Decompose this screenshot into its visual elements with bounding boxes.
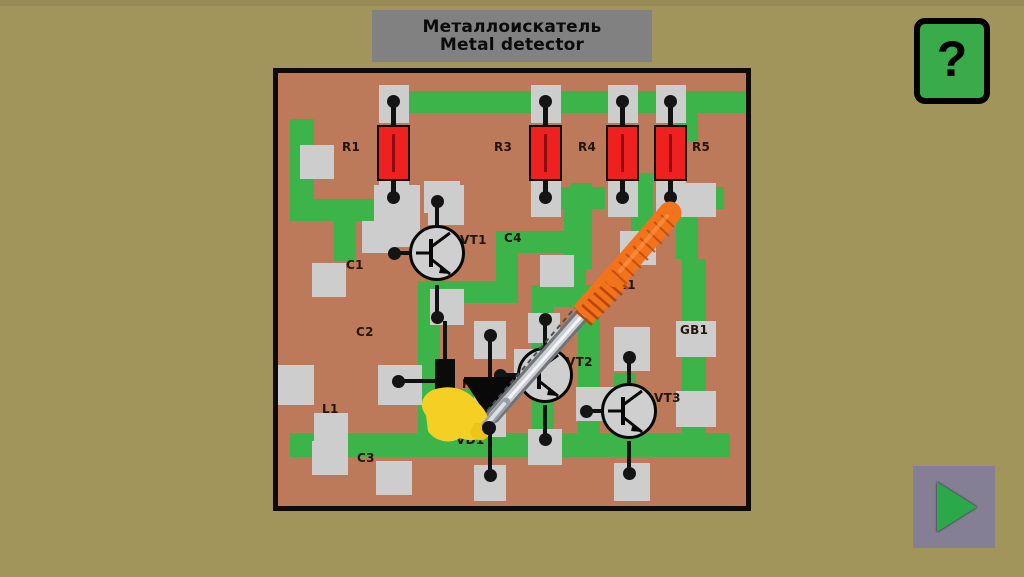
component-vt2[interactable] <box>517 347 573 403</box>
component-r5[interactable] <box>654 125 687 181</box>
pad-hl1-left[interactable] <box>620 231 656 265</box>
top-edge-strip <box>0 0 1024 6</box>
lead-r2-left <box>400 379 436 383</box>
pad-c3-bottom[interactable] <box>376 461 412 495</box>
component-r4[interactable] <box>606 125 639 181</box>
component-r1[interactable] <box>377 125 410 181</box>
lead-vt3-collector <box>627 357 631 393</box>
lead-r3-top <box>543 101 548 145</box>
play-button[interactable] <box>913 466 995 548</box>
help-button[interactable]: ? <box>914 18 990 104</box>
label-c1: C1 <box>346 258 364 272</box>
component-vd1[interactable] <box>464 380 516 421</box>
label-c2: C2 <box>356 325 374 339</box>
node-r1-top <box>387 95 400 108</box>
component-vt1[interactable] <box>409 225 465 281</box>
node-vt3-base <box>580 405 593 418</box>
node-vt1-collector <box>431 195 444 208</box>
node-vt1-emitter <box>431 311 444 324</box>
pad-hl1-right[interactable] <box>682 183 716 217</box>
label-c4: C4 <box>504 231 522 245</box>
component-vt3[interactable] <box>601 383 657 439</box>
trace-hl1-vertical <box>570 183 592 269</box>
pcb-board-inner: R1 R3 R4 R5 R2 <box>278 73 746 506</box>
label-r5: R5 <box>692 140 711 154</box>
node-r1-bottom <box>387 191 400 204</box>
trace-left-vertical-c2 <box>334 199 356 261</box>
node-r2-left <box>392 375 405 388</box>
pcb-board: R1 R3 R4 R5 R2 <box>273 68 751 511</box>
node-r4-top <box>616 95 629 108</box>
lead-r1-top <box>391 101 396 145</box>
node-r5-bottom <box>664 191 677 204</box>
node-vt2-emitter <box>539 433 552 446</box>
lead-r1-bottom <box>391 177 396 201</box>
question-mark-icon: ? <box>936 31 968 87</box>
lead-r5-top <box>668 101 673 145</box>
node-r3-top <box>539 95 552 108</box>
pad-gb1-lower[interactable] <box>676 391 716 427</box>
label-l1: L1 <box>322 402 339 416</box>
lead-r3-bottom <box>543 177 548 201</box>
node-r4-bottom <box>616 191 629 204</box>
lead-r4-bottom <box>620 177 625 201</box>
trace-center-elbow <box>496 231 586 253</box>
title-plate: Металлоискатель Metal detector <box>372 10 652 62</box>
label-gb1: GB1 <box>680 323 709 337</box>
node-r5-top <box>664 95 677 108</box>
pad-r2-node[interactable] <box>278 365 314 405</box>
component-r2[interactable] <box>435 359 455 407</box>
page-title-ru: Металлоискатель <box>422 16 602 37</box>
node-vd1-top <box>484 329 497 342</box>
page-title-en: Metal detector <box>439 35 585 55</box>
lead-vt1-emitter <box>435 285 439 317</box>
label-vt3: VT3 <box>654 391 681 405</box>
label-r3: R3 <box>494 140 513 154</box>
pad-c4-right[interactable] <box>540 255 574 287</box>
lead-r4-top <box>620 101 625 145</box>
label-c3: C3 <box>357 451 375 465</box>
label-vt1: VT1 <box>460 233 487 247</box>
npn-symbol-icon <box>608 389 643 434</box>
npn-symbol-icon <box>416 231 451 276</box>
npn-symbol-icon <box>524 353 559 398</box>
pad-c2-bottom[interactable] <box>312 263 346 297</box>
node-vt2-collector <box>539 313 552 326</box>
lead-vt1-collector <box>435 201 439 243</box>
label-vt2: VT2 <box>566 355 593 369</box>
node-r3-bottom <box>539 191 552 204</box>
node-vt3-emitter <box>623 467 636 480</box>
node-vt1-base <box>388 247 401 260</box>
component-r3[interactable] <box>529 125 562 181</box>
label-hl1: HL1 <box>609 278 636 292</box>
label-vd1: VD1 <box>456 433 485 447</box>
lead-r5-bottom <box>668 177 673 201</box>
node-vd1-bottom <box>484 469 497 482</box>
label-r1: R1 <box>342 140 361 154</box>
pad-gb1-upper[interactable] <box>676 321 716 357</box>
pad-c1-upper[interactable] <box>300 145 334 179</box>
play-triangle-icon <box>937 482 977 532</box>
node-vt3-collector <box>623 351 636 364</box>
label-r4: R4 <box>578 140 597 154</box>
pad-vt3-collector[interactable] <box>614 327 650 371</box>
lead-vt3-emitter <box>627 441 631 473</box>
lead-r2-top <box>443 321 447 363</box>
pad-c3[interactable] <box>312 441 348 475</box>
lead-vd1-bottom <box>488 421 492 473</box>
